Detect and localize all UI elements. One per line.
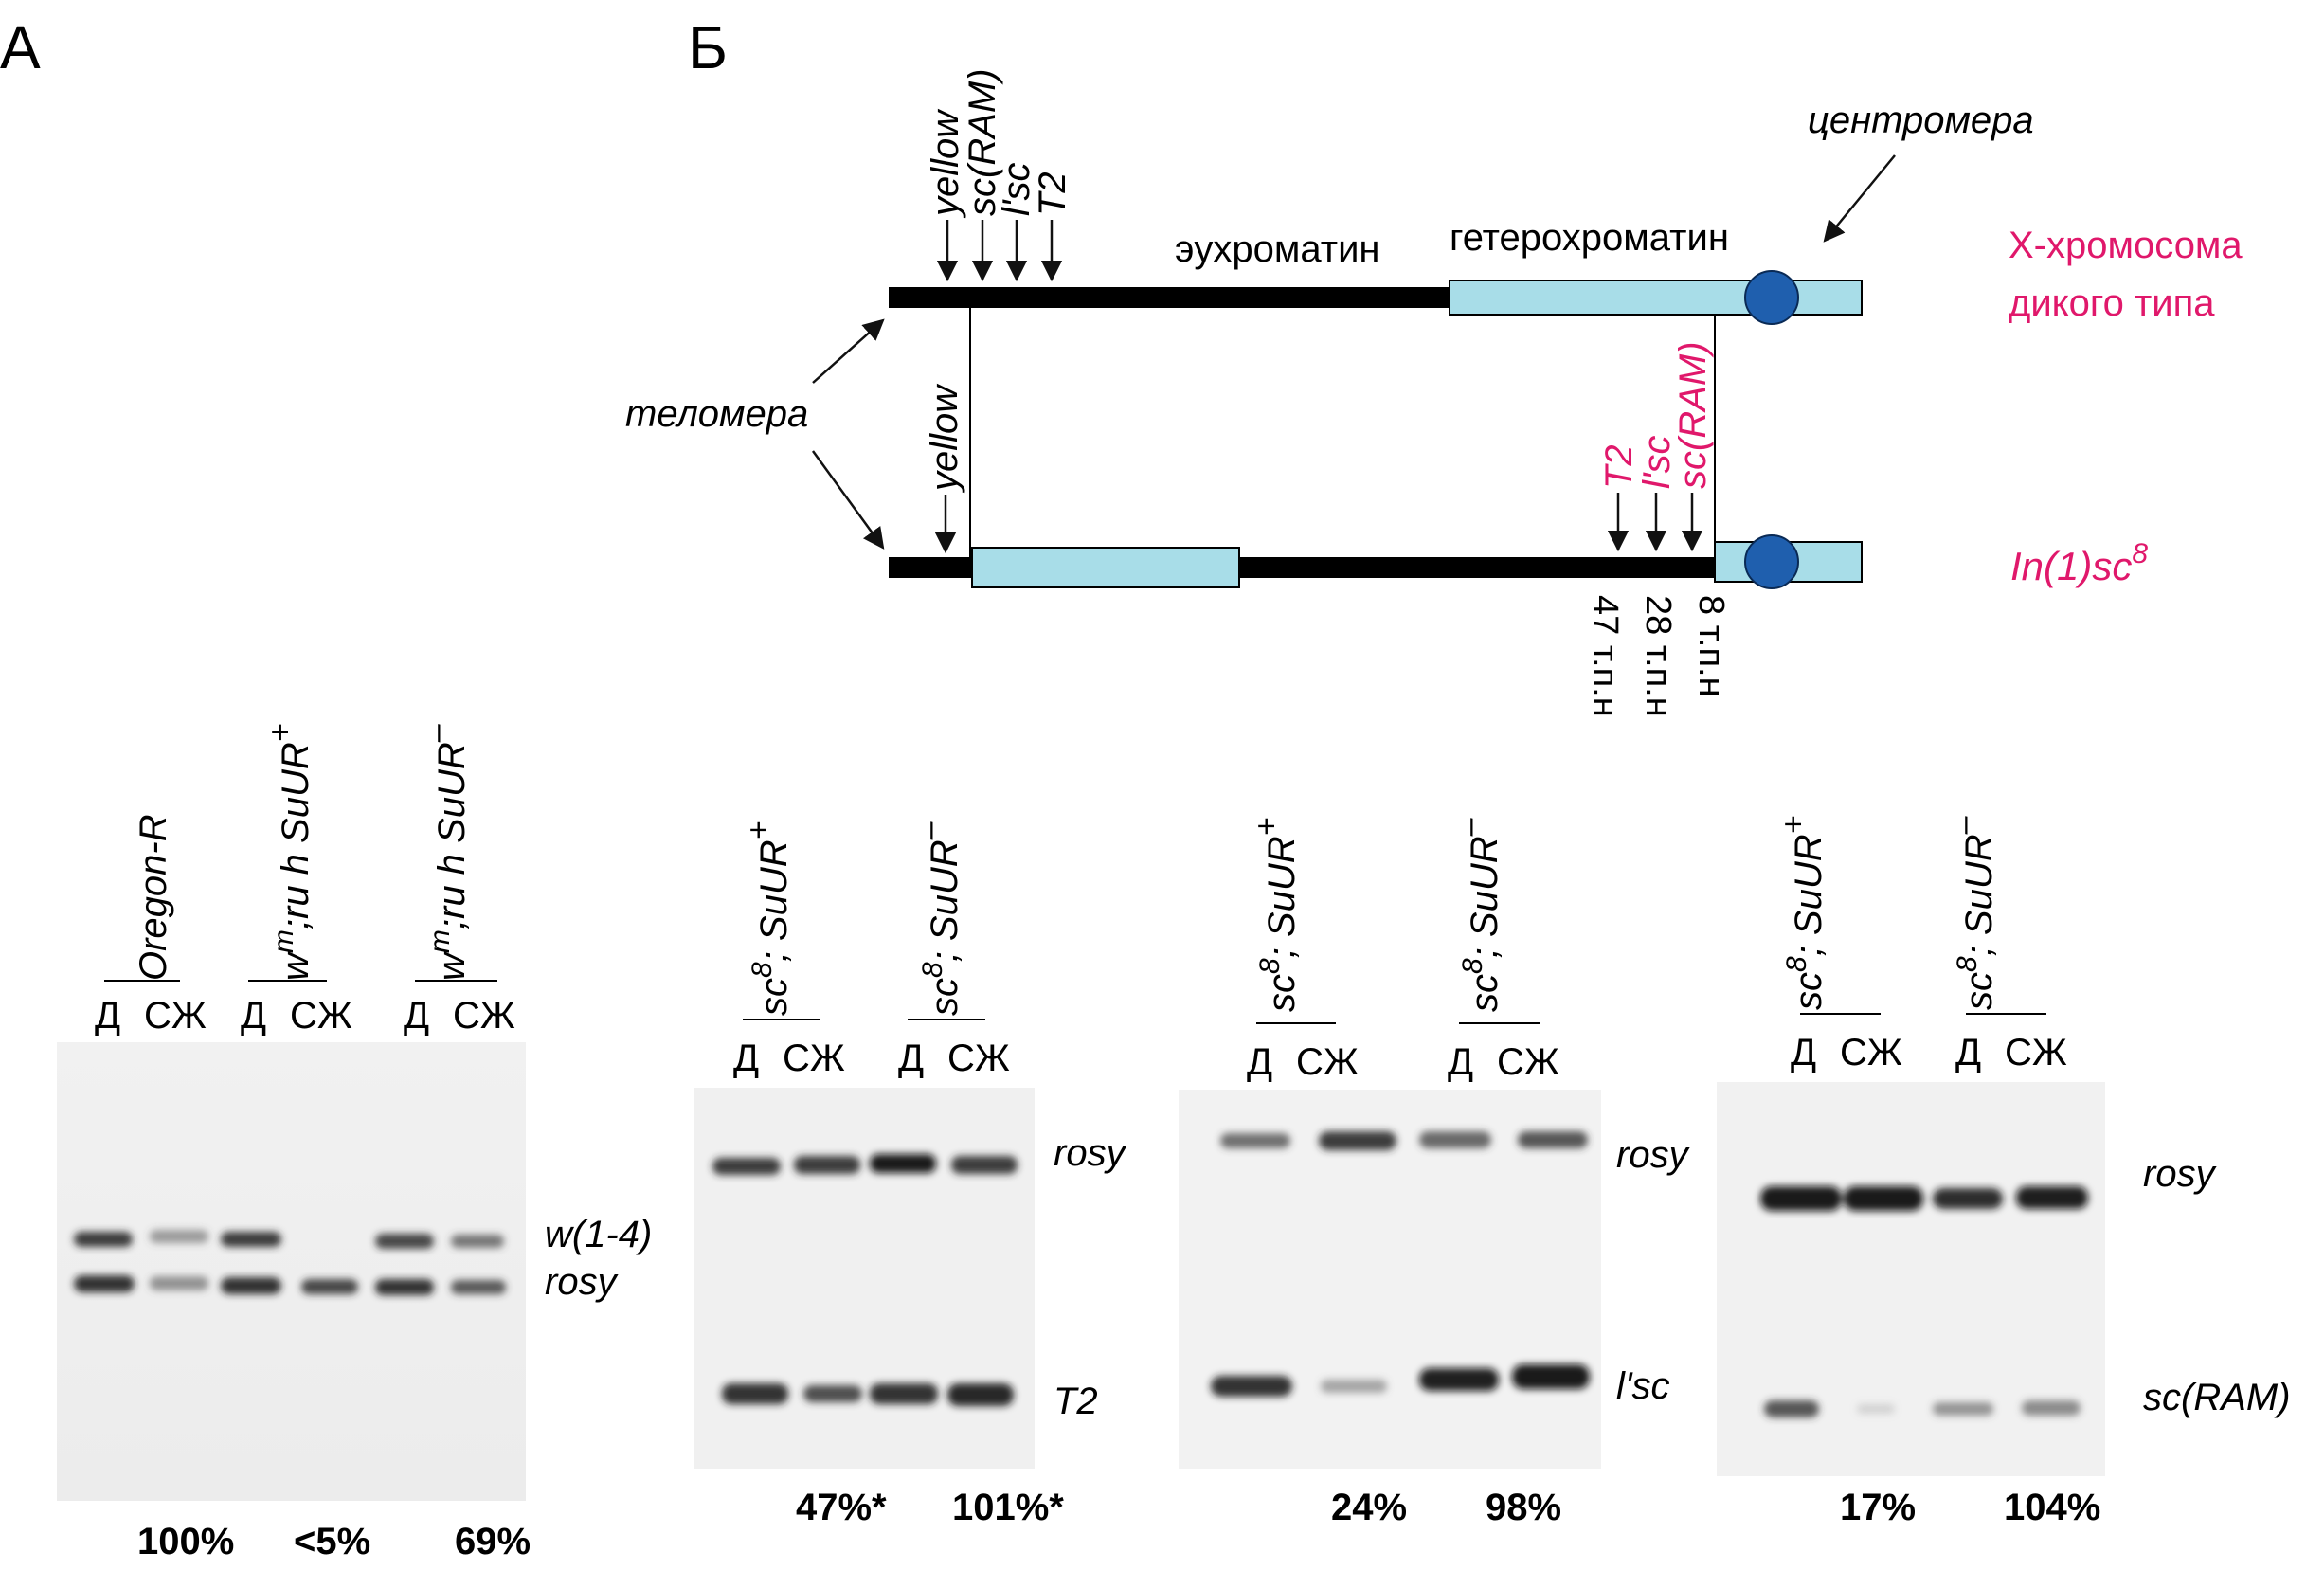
band-label-rosy-b1: rosy xyxy=(1054,1132,1128,1174)
band-label-rosy-b3: rosy xyxy=(2143,1153,2218,1195)
gene-label-lsc-top: l'sc xyxy=(996,162,1037,216)
distance-28: 28 т.п.н xyxy=(1638,595,1678,717)
inversion-sup: 8 xyxy=(2132,538,2148,569)
heterochromatin-label: гетерохроматин xyxy=(1450,217,1729,259)
centromere-arrow xyxy=(1823,154,1896,243)
genotype-b2-minus: sc8; SuUR– xyxy=(1451,817,1505,1012)
inversion-centromere xyxy=(1744,534,1799,589)
lane-label-b1-szh2: СЖ xyxy=(947,1038,1010,1079)
wildtype-euchromatin-bar xyxy=(889,287,1450,308)
telomere-arrow-top xyxy=(812,318,885,384)
inversion-euchromatin-right xyxy=(1239,557,1715,578)
genotype-b3-minus: sc8; SuUR– xyxy=(1946,815,2000,1010)
lane-label-b1-d1: Д xyxy=(733,1038,759,1079)
wildtype-heterochromatin-block xyxy=(1449,280,1863,316)
gel-b2 xyxy=(1179,1090,1601,1469)
lane-label-a2-szh: СЖ xyxy=(290,995,352,1037)
gene-label-yellow-mid: yellow xyxy=(924,383,965,494)
percent-b2-minus: 98% xyxy=(1486,1487,1561,1528)
genotype-a2: wm;ru h SuUR+ xyxy=(262,723,316,981)
gene-label-scram-top: sc(RAM) xyxy=(962,68,1003,216)
gel-a xyxy=(57,1042,526,1501)
lane-label-b1-szh1: СЖ xyxy=(783,1038,845,1079)
panel-a: Oregon-R wm;ru h SuUR+ wm;ru h SuUR– Д С… xyxy=(57,723,652,1562)
lane-label-b3-szh2: СЖ xyxy=(2005,1032,2067,1074)
genotype-b3-plus: sc8; SuUR+ xyxy=(1775,816,1829,1010)
percent-b1-minus: 101%* xyxy=(952,1487,1064,1528)
chromosome-diagram: yellow sc(RAM) l'sc T2 эухроматин гетеро… xyxy=(625,68,2243,716)
blot-t2: sc8; SuUR+ sc8; SuUR– Д СЖ Д СЖ rosy T2 … xyxy=(694,821,1128,1528)
inversion-heterochromatin-block xyxy=(971,547,1240,588)
telomere-arrow-bottom xyxy=(811,450,885,550)
lane-label-a3-szh: СЖ xyxy=(453,995,515,1037)
distance-47: 47 т.п.н xyxy=(1585,595,1625,717)
gel-a-bands xyxy=(74,1230,506,1295)
lane-label-b2-szh1: СЖ xyxy=(1296,1041,1359,1083)
lane-label-b2-d1: Д xyxy=(1247,1041,1272,1083)
gene-label-yellow-top: yellow xyxy=(925,108,966,219)
inversion-label: In(1)sc8 xyxy=(2010,538,2148,588)
wildtype-label-line2: дикого типа xyxy=(2009,282,2215,324)
centromere-label: центромера xyxy=(1808,99,2034,141)
percent-b3-minus: 104% xyxy=(2004,1487,2100,1528)
percent-a1: 100% xyxy=(137,1521,234,1562)
gene-label-t2-top: T2 xyxy=(1032,171,1073,216)
lane-label-b1-d2: Д xyxy=(898,1038,924,1079)
blot-lsc: sc8; SuUR+ sc8; SuUR– Д СЖ Д СЖ rosy l's… xyxy=(1179,817,1691,1528)
band-label-t2: T2 xyxy=(1054,1381,1098,1422)
inversion-euchromatin-left xyxy=(889,557,972,578)
genotype-b1-plus: sc8; SuUR+ xyxy=(741,821,795,1016)
panel-label-a: А xyxy=(0,13,41,81)
percent-a3: 69% xyxy=(455,1521,531,1562)
genotype-a1: Oregon-R xyxy=(133,814,174,981)
wildtype-label-line1: X-хромосома xyxy=(2009,225,2243,266)
gel-b1 xyxy=(694,1088,1035,1469)
band-label-scram: sc(RAM) xyxy=(2143,1377,2291,1418)
wildtype-centromere xyxy=(1744,270,1799,325)
lane-label-a3-d: Д xyxy=(404,995,429,1037)
gene-label-lsc-bottom: l'sc xyxy=(1636,435,1678,489)
lane-label-b3-szh1: СЖ xyxy=(1840,1032,1902,1074)
blot-scram: sc8; SuUR+ sc8; SuUR– Д СЖ Д СЖ rosy sc(… xyxy=(1717,815,2291,1528)
lane-label-b3-d2: Д xyxy=(1955,1032,1981,1074)
percent-b1-plus: 47%* xyxy=(796,1487,887,1528)
inversion-name: In(1)sc xyxy=(2010,544,2132,588)
band-label-rosy-b2: rosy xyxy=(1616,1134,1691,1176)
genotype-b1-minus: sc8; SuUR– xyxy=(911,821,965,1016)
lane-label-a1-d: Д xyxy=(95,995,120,1037)
lane-label-b2-d2: Д xyxy=(1448,1041,1473,1083)
lane-label-b3-d1: Д xyxy=(1791,1032,1816,1074)
lane-label-b2-szh2: СЖ xyxy=(1497,1041,1559,1083)
panel-label-b: Б xyxy=(688,13,728,81)
lane-label-a1-szh: СЖ xyxy=(144,995,207,1037)
band-label-lsc: l'sc xyxy=(1616,1365,1670,1407)
percent-b3-plus: 17% xyxy=(1840,1487,1916,1528)
euchromatin-label: эухроматин xyxy=(1175,228,1380,270)
genotype-a3: wm;ru h SuUR– xyxy=(419,723,473,981)
telomere-label: теломера xyxy=(625,393,808,435)
gene-label-scram-bottom: sc(RAM) xyxy=(1672,341,1714,489)
lane-label-a2-d: Д xyxy=(241,995,266,1037)
band-label-rosy-a: rosy xyxy=(545,1261,620,1303)
gene-label-t2-bottom: T2 xyxy=(1598,444,1640,489)
percent-a2: <5% xyxy=(294,1521,370,1562)
genotype-b2-plus: sc8; SuUR+ xyxy=(1249,818,1303,1012)
distance-8: 8 т.п.н xyxy=(1691,595,1731,697)
band-label-w14: w(1-4) xyxy=(545,1214,652,1255)
percent-b2-plus: 24% xyxy=(1331,1487,1407,1528)
